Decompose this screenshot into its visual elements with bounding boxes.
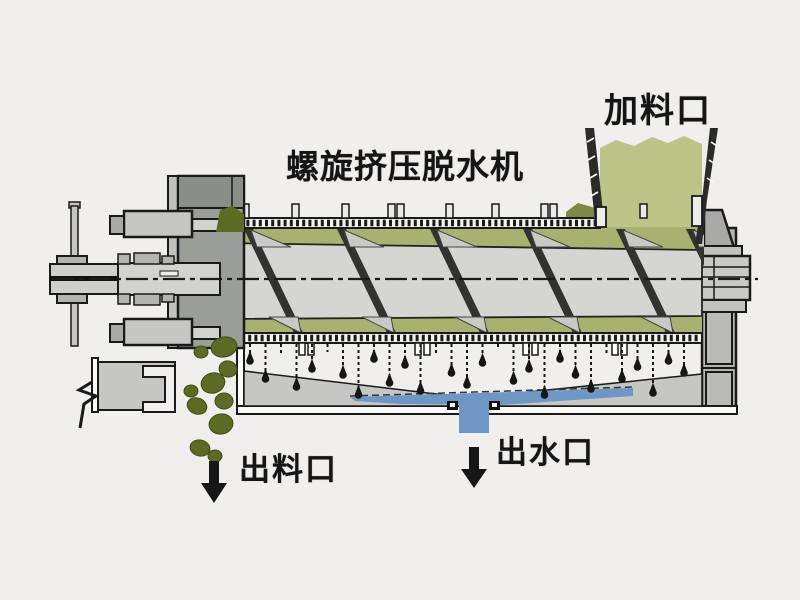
rail-bolt (307, 342, 315, 356)
flight-edge (430, 229, 490, 335)
drop (478, 359, 487, 367)
water-drops (246, 344, 688, 399)
upper-cylinder (109, 209, 221, 239)
rail-bolt (611, 342, 619, 356)
rail-post (491, 203, 500, 219)
drop (649, 389, 657, 397)
feed-hopper (585, 128, 718, 244)
drop (680, 369, 688, 377)
flight-face-lower (640, 316, 674, 334)
drop (556, 355, 564, 363)
flight-edge (523, 229, 583, 335)
drop (246, 357, 254, 365)
rail-post (291, 203, 300, 219)
rail-bolt (620, 342, 628, 356)
drop (540, 391, 549, 399)
hopper-wall-left (585, 128, 603, 228)
water-outlet-label: 出水口 (496, 435, 595, 470)
drop (354, 391, 363, 399)
drop (525, 365, 533, 373)
flight-edge (244, 229, 304, 335)
drop (463, 381, 471, 389)
rail-post (639, 203, 648, 219)
drop (292, 383, 301, 391)
flight-face-upper (529, 229, 571, 248)
flow-arrows (201, 447, 487, 503)
drop (370, 355, 378, 363)
discharge-outlet-label: 出料口 (239, 452, 338, 487)
drop (587, 385, 595, 393)
discharge-chute (75, 357, 176, 429)
rail-post (341, 203, 350, 219)
drive-assembly (49, 174, 246, 350)
rail-bolt (522, 342, 530, 356)
flight-edge (616, 229, 676, 335)
rail-bolt (531, 342, 539, 356)
lower-cylinder (109, 317, 221, 347)
flight-face-lower (547, 316, 581, 334)
drop (401, 361, 409, 369)
down-arrow-icon (201, 461, 227, 503)
rail-bolt (423, 342, 431, 356)
drop (618, 375, 626, 383)
drop (664, 357, 673, 365)
drop (308, 365, 316, 373)
flight-edge (337, 229, 397, 335)
feed-inlet-label: 加料口 (604, 92, 712, 130)
flight-face-upper (343, 229, 385, 248)
flight-edge (686, 229, 704, 267)
drop (447, 369, 456, 377)
flight-face-upper (622, 229, 664, 248)
end-bearing (692, 245, 752, 313)
water-pool (350, 388, 633, 433)
collection-tray (236, 344, 738, 433)
rail-post (549, 203, 558, 219)
rail-post (387, 203, 396, 219)
drop (261, 375, 270, 383)
diagram-title: 螺旋挤压脱水机 (286, 148, 524, 185)
drop (633, 363, 642, 371)
rail-post (445, 203, 454, 219)
rail-post (540, 203, 549, 219)
flight-face-upper (250, 229, 292, 248)
water-spout (459, 404, 489, 433)
flight-face-upper (436, 229, 478, 248)
cake-chunks (183, 206, 244, 463)
drop (571, 371, 580, 379)
flight-face-lower (454, 316, 488, 334)
rail-bolt (414, 342, 422, 356)
screw-flights (244, 229, 704, 335)
drop (509, 377, 518, 385)
drop (416, 387, 425, 395)
drop (385, 379, 394, 387)
drop (339, 371, 347, 379)
flight-face-lower (268, 316, 302, 334)
rail-bolt (298, 342, 306, 356)
rail-post (396, 203, 405, 219)
down-arrow-icon (461, 447, 487, 488)
bottom-screen-rail (237, 332, 703, 356)
cake-at-barrel (216, 206, 244, 232)
flight-face-lower (361, 316, 395, 334)
